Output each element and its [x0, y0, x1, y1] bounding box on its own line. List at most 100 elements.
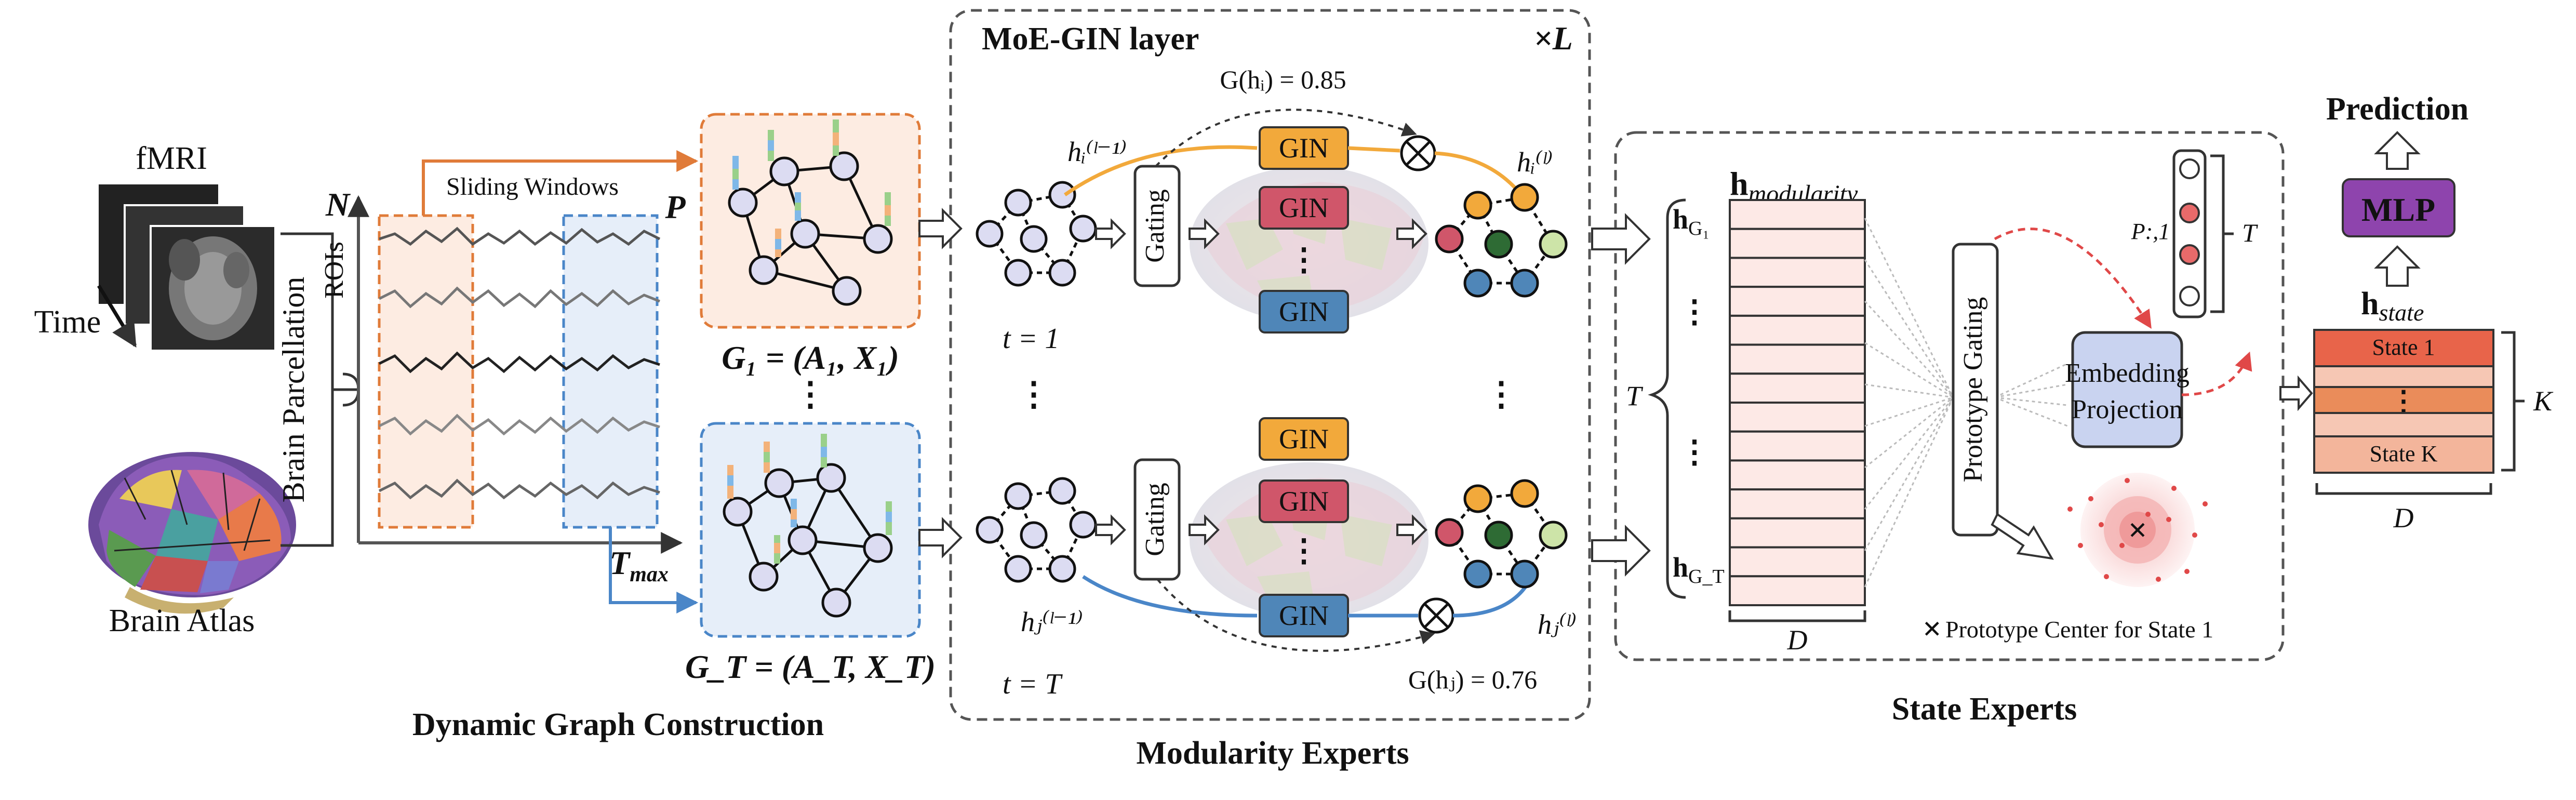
state-row [2313, 412, 2494, 437]
output-graph-tT [1435, 479, 1568, 589]
hg-ellipsis-top: ⋮ [1679, 295, 1710, 329]
matrix-row [1729, 257, 1866, 288]
prototype-sample-dot [2156, 577, 2161, 582]
p-col-brace [2210, 154, 2234, 313]
gating-to-proto-arrow [1991, 513, 2054, 560]
hgT-label: hG_T [1673, 552, 1725, 588]
moe-repeat-label: ×L [1533, 20, 1573, 57]
gin-expert-orange-t [1259, 417, 1349, 461]
prediction-label: Prediction [2326, 91, 2468, 127]
prototype-sample-dot [2184, 569, 2190, 574]
state-row [2313, 365, 2494, 388]
gin-label-red-1: GIN [1279, 192, 1329, 223]
window1-arrow [422, 150, 699, 216]
prototype-sample-dot [2125, 478, 2130, 483]
gin-label-orange-1: GIN [1279, 132, 1329, 164]
hg1-label: hG₁ [1673, 204, 1710, 239]
state-title: State Experts [1892, 691, 2077, 727]
proto-node [2179, 244, 2200, 265]
matrix-row [1729, 343, 1866, 375]
state-row [2313, 386, 2494, 414]
to-gating-arrow-t [1095, 514, 1126, 545]
prototype-gating-box [1952, 243, 1999, 537]
prototype-samples [2067, 478, 2208, 582]
tmax-label: Tmax [609, 544, 669, 586]
hj-prev-label: hⱼ⁽ˡ⁻¹⁾ [1021, 606, 1083, 637]
state-k-label: State K [2370, 441, 2438, 466]
tT-label: t = T [1003, 668, 1063, 700]
dgc-section: N ROIs P Sliding Windows Tmax [319, 113, 936, 742]
prototype-sample-dot [2145, 512, 2151, 517]
into-moe-arrow-t [918, 517, 963, 558]
input-graph-tT [976, 477, 1097, 583]
gin-ellipsis-1: ⋮ [1288, 243, 1319, 277]
g1-label: G₁ = (A₁, X₁) [722, 339, 899, 376]
gin-expert-blue-1 [1259, 290, 1349, 334]
rois-label: ROIs [319, 242, 349, 299]
hi-prev-label: hᵢ⁽ˡ⁻¹⁾ [1067, 136, 1127, 167]
matrix-row [1729, 517, 1866, 549]
embed-to-state-arrow [2181, 351, 2252, 396]
matrix-row [1729, 488, 1866, 519]
route-out-bottom [1452, 583, 1529, 618]
to-output-arrow-1 [1396, 218, 1427, 249]
prototype-sample-dot [2099, 522, 2104, 527]
gating-label-t: Gating [1140, 483, 1170, 556]
prototype-sample-dot [2088, 496, 2093, 501]
matrix-row [1729, 286, 1866, 317]
mlp-to-prediction-arrow [2374, 131, 2421, 170]
t1-label: t = 1 [1003, 323, 1059, 355]
state-to-mlp-arrow [2374, 245, 2421, 287]
graph-gt [723, 434, 893, 618]
prototype-sample-dot [2203, 501, 2208, 506]
prototype-sample-dot [2171, 486, 2177, 491]
output-graph-t1 [1435, 183, 1568, 298]
t-label: T [1626, 380, 1644, 411]
prototype-sample-dot [2166, 517, 2171, 522]
feature-bars-gt [727, 434, 892, 564]
route-path-bottom [1082, 575, 1258, 618]
output-section: Prediction MLP hstate State 1 ⋮ State K … [2181, 91, 2554, 534]
prototype-sample-dot [2078, 543, 2083, 548]
prototype-sample-dot [2192, 532, 2197, 538]
window-1 [378, 214, 474, 529]
prototype-column [2172, 149, 2207, 318]
gin-out-path-top [1347, 146, 1400, 153]
state-k-row [2313, 435, 2494, 474]
d-brace-matrix [1728, 610, 1866, 622]
gin-label-blue-1: GIN [1279, 296, 1329, 327]
state-section: hmodularity T hG₁ ⋮ ⋮ hG_T D Prototype G… [1591, 131, 2285, 727]
state-ellipsis: ⋮ [2390, 385, 2418, 417]
p-t-label: T [2242, 218, 2258, 247]
gt-label: G_T = (A_T, X_T) [685, 648, 936, 685]
multiply-icon-top [1400, 135, 1436, 171]
d-label-matrix: D [1787, 624, 1808, 656]
bold-signals [378, 226, 661, 500]
prototype-legend: Prototype Center for State 1 [1945, 616, 2213, 643]
matrix-row [1729, 546, 1866, 578]
windowT-arrow [609, 527, 699, 614]
state-1-label: State 1 [2372, 335, 2435, 360]
input-graph-t1 [976, 181, 1097, 287]
p-label: P [664, 189, 686, 225]
gating-out-arrow-1 [1189, 218, 1220, 249]
brain-atlas-icon [88, 452, 296, 614]
multiply-icon-bottom [1418, 597, 1454, 634]
gin-label-orange-t: GIN [1279, 423, 1329, 455]
gate-weight-arrow-top [1155, 109, 1417, 167]
gin-label-blue-t: GIN [1279, 600, 1329, 631]
into-state-arrow-1 [1591, 213, 1651, 265]
into-state-table-arrow [2279, 375, 2313, 411]
gin-ellipsis-t: ⋮ [1288, 534, 1319, 568]
mlp-box [2342, 178, 2455, 237]
proto-node [2179, 286, 2200, 306]
time-label: Time [34, 304, 101, 340]
gin-expert-red-1 [1259, 186, 1349, 230]
prototype-sample-dot [2067, 506, 2073, 512]
into-state-arrow-t [1591, 525, 1651, 577]
gating-label-1: Gating [1140, 189, 1170, 263]
proto-node [2179, 203, 2200, 223]
state-1-row [2313, 329, 2494, 367]
fmri-stack-icon [99, 184, 276, 352]
